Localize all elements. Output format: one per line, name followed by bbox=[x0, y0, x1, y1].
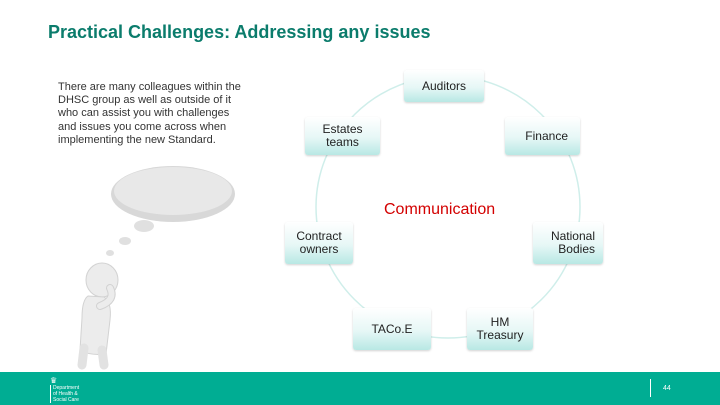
footer-bar bbox=[0, 372, 720, 405]
thinking-figure-illustration bbox=[77, 166, 235, 370]
node-label: National Bodies bbox=[550, 229, 595, 256]
node-label: Contract owners bbox=[296, 229, 342, 256]
node-label: Auditors bbox=[421, 78, 467, 93]
intro-text: There are many colleagues within the DHS… bbox=[58, 81, 241, 146]
node-finance: Finance bbox=[505, 117, 580, 155]
node-label: Finance bbox=[525, 128, 568, 143]
node-hm-treasury: HM Treasury bbox=[467, 308, 533, 350]
node-taco-e: TACo.E bbox=[353, 308, 431, 350]
node-auditors: Auditors bbox=[404, 70, 484, 102]
communication-label: Communication bbox=[384, 201, 496, 218]
node-contract-owners: Contract owners bbox=[285, 222, 353, 264]
logo-text: Department of Health & Social Care bbox=[50, 385, 79, 403]
crest-icon: ♛ bbox=[50, 376, 58, 385]
page-number: 44 bbox=[663, 385, 671, 392]
slide-title: Practical Challenges: Addressing any iss… bbox=[48, 22, 431, 42]
footer-divider bbox=[650, 379, 651, 397]
node-estates-teams: Estates teams bbox=[305, 117, 380, 155]
node-label: TACo.E bbox=[371, 321, 413, 336]
node-label: HM Treasury bbox=[476, 315, 524, 342]
node-label: Estates teams bbox=[322, 122, 363, 149]
node-national-bodies: National Bodies bbox=[533, 222, 603, 264]
dhsc-logo: ♛ Department of Health & Social Care bbox=[46, 376, 86, 404]
